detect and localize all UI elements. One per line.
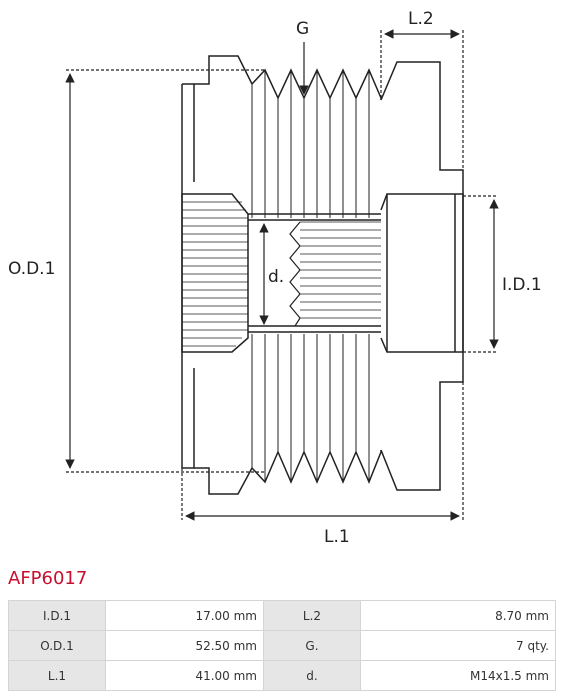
spec-label: L.2 — [262, 600, 361, 631]
right-flange-outline — [380, 61, 464, 491]
spec-value: M14x1.5 mm — [359, 660, 557, 691]
thread-profile — [289, 221, 301, 327]
spec-value: 8.70 mm — [359, 600, 557, 631]
spec-label: I.D.1 — [8, 600, 106, 631]
spline-lines — [182, 201, 248, 347]
product-code: AFP6017 — [8, 568, 88, 589]
spec-value: 7 qty. — [359, 630, 557, 661]
table-row: I.D.1 17.00 mm L.2 8.70 mm — [8, 600, 557, 631]
dimension-lines — [65, 29, 499, 521]
left-flange-outline — [181, 83, 195, 469]
spec-label: L.1 — [8, 660, 106, 691]
spec-table: I.D.1 17.00 mm L.2 8.70 mm O.D.1 52.50 m… — [8, 600, 557, 691]
left-flange-step — [194, 55, 253, 495]
l1-label: L.1 — [324, 527, 350, 547]
pulley-technical-drawing: G L.2 O.D.1 I.D.1 d. L.1 — [8, 9, 542, 547]
l2-label: L.2 — [408, 9, 434, 29]
threaded-bore — [248, 213, 381, 333]
groove-lines — [251, 70, 370, 482]
spec-label: O.D.1 — [8, 630, 106, 661]
pulley-body — [181, 55, 464, 495]
outer-diameter-label: O.D.1 — [8, 259, 55, 279]
spec-value: 41.00 mm — [105, 660, 264, 691]
spec-label: d. — [262, 660, 361, 691]
table-row: O.D.1 52.50 mm G. 7 qty. — [8, 630, 557, 661]
thread-lines — [300, 221, 381, 319]
spec-label: G. — [262, 630, 361, 661]
spec-value: 17.00 mm — [105, 600, 264, 631]
spline-hub — [181, 193, 249, 353]
table-row: L.1 41.00 mm d. M14x1.5 mm — [8, 660, 557, 691]
groove-label: G — [296, 19, 309, 39]
thread-label: d. — [268, 267, 284, 287]
bore-cap — [380, 193, 464, 353]
grooves-bottom — [251, 450, 382, 484]
grooves-top — [251, 68, 382, 100]
spec-value: 52.50 mm — [105, 630, 264, 661]
inner-diameter-label: I.D.1 — [502, 275, 542, 295]
